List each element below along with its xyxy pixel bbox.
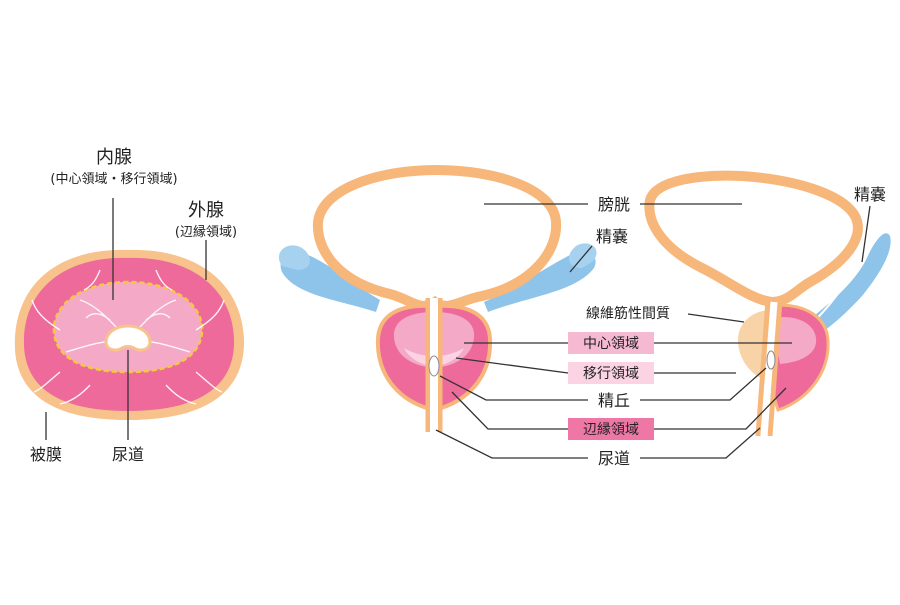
transition-zone-box	[568, 362, 654, 384]
peripheral-zone-box	[568, 418, 654, 440]
fibromuscular-stroma-label: 線維筋性間質	[586, 305, 670, 322]
central-zone-label: 中心領域	[583, 335, 639, 352]
bladder-shape	[312, 164, 562, 311]
transition-zone-label: 移行領域	[583, 365, 639, 382]
cross-section: 内腺 (中心領域・移行領域) 外腺 (辺縁領域) 被膜 尿道	[14, 147, 245, 464]
bladder-label: 膀胱	[598, 195, 630, 214]
peripheral-zone-leader-left	[451, 391, 568, 430]
seminal-vesicle-right-label: 精嚢	[854, 185, 886, 204]
fibromuscular-stroma-leader	[687, 313, 745, 323]
inner-gland-label: 内腺	[96, 147, 132, 168]
urethra-right-leader-right	[640, 427, 761, 459]
peripheral-zone-leader-right	[654, 387, 787, 430]
outer-gland-label: 外腺	[188, 200, 224, 221]
urethra-side	[755, 299, 783, 437]
seminal-vesicle-left-label: 精嚢	[596, 227, 628, 246]
prostate-side-central	[772, 316, 817, 364]
sagittal-view	[644, 170, 891, 437]
transition-zone-leader-left	[455, 357, 569, 374]
seminal-vesicle-left-leader	[569, 245, 593, 273]
frontal-view	[278, 164, 597, 432]
seminal-vesicle-left	[278, 245, 380, 312]
seminal-vesicle-right-leader	[861, 205, 871, 263]
urethra-cross-section	[104, 324, 152, 352]
verumontanum-leader-left	[439, 375, 588, 401]
urethra-right-label: 尿道	[598, 449, 630, 468]
verumontanum-leader-right	[640, 367, 767, 401]
urethra-right-leader-left	[435, 429, 588, 459]
bladder-side-shape	[644, 170, 863, 308]
verumontanum-side	[766, 350, 776, 370]
capsule-label: 被膜	[30, 445, 62, 464]
central-zone-box	[568, 332, 654, 354]
urethra-side-lumen	[760, 301, 778, 437]
verumontanum-label: 精丘	[598, 391, 630, 410]
urethra-left-label: 尿道	[112, 445, 144, 464]
outer-gland-sub-label: (辺縁領域)	[175, 224, 237, 240]
verumontanum-frontal	[428, 355, 440, 377]
peripheral-zone-label: 辺縁領域	[583, 421, 639, 438]
urethra-frontal	[425, 298, 443, 432]
inner-gland-sub-label: (中心領域・移行領域)	[50, 171, 177, 187]
